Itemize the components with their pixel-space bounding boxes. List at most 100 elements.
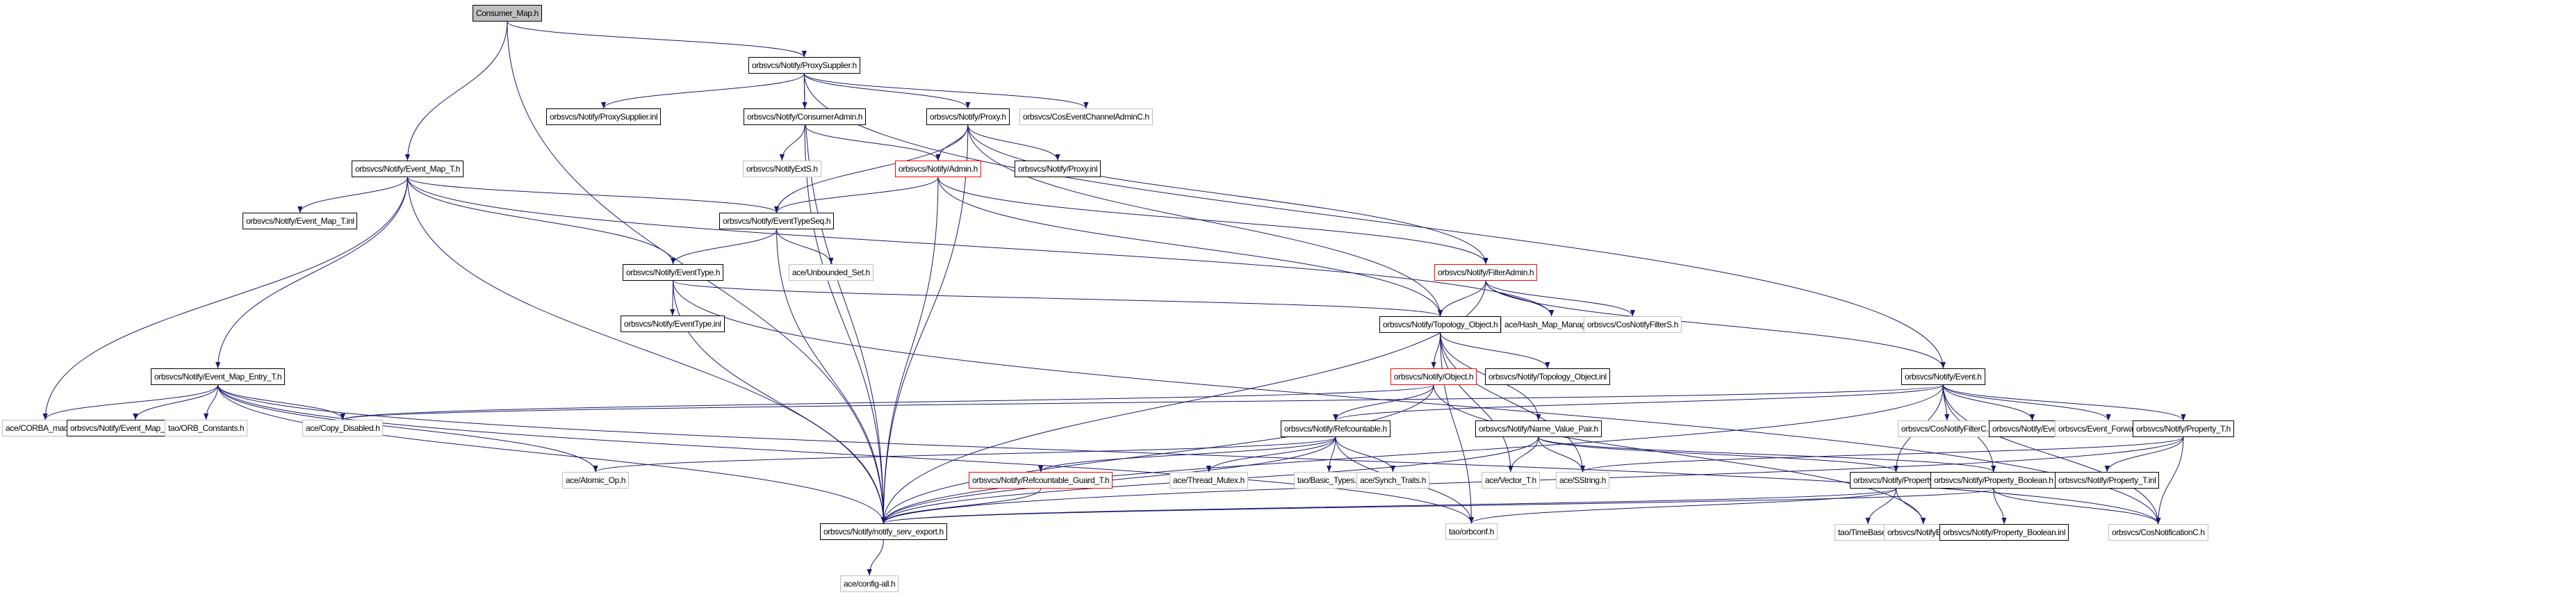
node-basic-types-h[interactable]: tao/Basic_Types.h <box>1294 472 1365 489</box>
node-orbconf-h[interactable]: tao/orbconf.h <box>1445 523 1498 540</box>
edge-event_map_entry_t_h-to-corba_macros_h <box>42 384 219 420</box>
node-eventtype-inl[interactable]: orbsvcs/Notify/EventType.inl <box>621 316 725 332</box>
node-label: orbsvcs/Notify/EventType.inl <box>624 319 721 329</box>
node-event-map-entry-t-h[interactable]: orbsvcs/Notify/Event_Map_Entry_T.h <box>151 368 286 385</box>
edge-consumeradmin_h-to-notify_serv_export_h <box>804 124 886 524</box>
node-label: tao/Basic_Types.h <box>1297 475 1361 485</box>
edge-proxysupplier_h-to-notify_serv_export_h <box>803 73 886 524</box>
edge-event_h-to-event_inl <box>1942 384 2035 421</box>
edge-event_h-to-cosnotificationc_h <box>1942 384 2161 525</box>
edge-property_t_h-to-sstring_h <box>1580 436 2184 473</box>
node-cosnotifyfilters-h[interactable]: orbsvcs/CosNotifyFilterS.h <box>1584 316 1682 333</box>
edge-root-to-event_map_t_h <box>404 21 508 161</box>
node-notifyexts-h[interactable]: orbsvcs/NotifyExtS.h <box>743 161 821 177</box>
node-sstring-h[interactable]: ace/SString.h <box>1556 472 1609 489</box>
edge-name_value_pair_h-to-sstring_h <box>1538 436 1585 473</box>
edge-event_map_entry_t_h-to-event_map_entry_t_inl <box>133 384 219 420</box>
node-label: tao/TimeBaseC.h <box>1838 528 1898 537</box>
node-label: orbsvcs/Notify/Name_Value_Pair.h <box>1479 424 1598 434</box>
node-property-boolean-inl[interactable]: orbsvcs/Notify/Property_Boolean.inl <box>1939 524 2069 541</box>
node-label: orbsvcs/Notify/ProxySupplier.h <box>752 60 857 70</box>
node-copy-disabled-h[interactable]: ace/Copy_Disabled.h <box>302 420 384 436</box>
edge-filteradmin_h-to-hash_map_manager_h <box>1485 280 1554 317</box>
edge-proxy_h-to-topology_object_h <box>967 124 1443 317</box>
node-label: orbsvcs/Notify/Event_Map_Entry_T.h <box>154 372 282 382</box>
node-label: ace/Unbounded_Set.h <box>792 268 870 277</box>
node-label: tao/ORB_Constants.h <box>168 423 245 433</box>
node-consumeradmin-h[interactable]: orbsvcs/Notify/ConsumerAdmin.h <box>744 108 867 125</box>
node-proxy-inl[interactable]: orbsvcs/Notify/Proxy.inl <box>1015 161 1101 177</box>
node-label: orbsvcs/Notify/notify_serv_export.h <box>823 527 944 537</box>
node-eventtype-h[interactable]: orbsvcs/Notify/EventType.h <box>623 264 723 281</box>
edge-event_h-to-event_forwarders_h <box>1942 384 2111 421</box>
node-object-h[interactable]: orbsvcs/Notify/Object.h <box>1390 368 1477 385</box>
node-consumer-map-h[interactable]: Consumer_Map.h <box>473 5 542 22</box>
node-label: orbsvcs/Notify/Event.inl <box>1992 424 2073 434</box>
node-topology-object-h[interactable]: orbsvcs/Notify/Topology_Object.h <box>1379 316 1502 333</box>
node-notify-serv-export-h[interactable]: orbsvcs/Notify/notify_serv_export.h <box>820 523 947 540</box>
node-event-h[interactable]: orbsvcs/Notify/Event.h <box>1901 368 1985 385</box>
node-refcountable-guard-t-h[interactable]: orbsvcs/Notify/Refcountable_Guard_T.h <box>969 472 1113 489</box>
edge-event_h-to-refcountable_h <box>1333 384 1944 421</box>
edge-topology_object_h-to-vector_t_h <box>1440 332 1513 473</box>
edge-topology_object_h-to-object_h <box>1431 332 1441 369</box>
node-property-h[interactable]: orbsvcs/Notify/Property.h <box>1850 472 1943 489</box>
edge-admin_h-to-filteradmin_h <box>937 177 1488 265</box>
node-label: orbsvcs/Notify/Event_Map_T.h <box>355 164 460 174</box>
node-event-map-t-h[interactable]: orbsvcs/Notify/Event_Map_T.h <box>352 161 463 177</box>
edge-event_h-to-property_t_h <box>1942 384 2186 421</box>
edge-event_map_entry_t_h-to-notify_serv_export_h <box>218 384 886 524</box>
node-thread-mutex-h[interactable]: ace/Thread_Mutex.h <box>1170 472 1248 489</box>
edge-property_boolean_h-to-notify_serv_export_h <box>881 488 1994 524</box>
node-synch-traits-h[interactable]: ace/Synch_Traits.h <box>1356 472 1430 489</box>
node-label: orbsvcs/Notify/Object.h <box>1394 372 1474 382</box>
node-label: Consumer_Map.h <box>476 8 539 18</box>
edge-property_h-to-orbconf_h <box>1469 488 1897 524</box>
node-atomic-op-h[interactable]: ace/Atomic_Op.h <box>562 472 630 489</box>
node-eventtypeseq-h[interactable]: orbsvcs/Notify/EventTypeSeq.h <box>719 213 835 229</box>
node-property-t-inl[interactable]: orbsvcs/Notify/Property_T.inl <box>2055 472 2160 489</box>
node-proxysupplier-inl[interactable]: orbsvcs/Notify/ProxySupplier.inl <box>546 108 662 125</box>
edge-admin_h-to-eventtypeseq_h <box>774 177 939 213</box>
node-unbounded-set-h[interactable]: ace/Unbounded_Set.h <box>789 264 873 281</box>
edge-property_h-to-notify_serv_export_h <box>881 488 1897 524</box>
node-vector-t-h[interactable]: ace/Vector_T.h <box>1482 472 1540 489</box>
node-label: orbsvcs/NotifyExtS.h <box>746 164 818 174</box>
edge-name_value_pair_h-to-property_h <box>1538 436 1898 473</box>
edge-object_h-to-notifyextc_h <box>1433 384 1926 525</box>
node-coseventchanneladminc-h[interactable]: orbsvcs/CosEventChannelAdminC.h <box>1019 108 1153 125</box>
edge-refcountable_h-to-basic_types_h <box>1327 436 1336 473</box>
node-cosnotificationc-h[interactable]: orbsvcs/CosNotificationC.h <box>2108 524 2208 541</box>
edge-property_t_h-to-cosnotificationc_h <box>2156 436 2184 525</box>
node-property-t-h[interactable]: orbsvcs/Notify/Property_T.h <box>2133 420 2234 437</box>
edge-name_value_pair_h-to-property_boolean_h <box>1538 436 1996 473</box>
node-label: orbsvcs/Notify/Property_T.h <box>2136 424 2231 434</box>
node-label: orbsvcs/Notify/Admin.h <box>899 164 978 174</box>
node-label: ace/CORBA_macros.h <box>6 423 85 433</box>
edge-eventtypeseq_h-to-notify_serv_export_h <box>776 229 886 524</box>
node-label: orbsvcs/Notify/Property_Boolean.h <box>1934 475 2053 485</box>
node-admin-h[interactable]: orbsvcs/Notify/Admin.h <box>895 161 981 177</box>
edge-event_map_t_h-to-eventtype_h <box>407 177 676 265</box>
node-name-value-pair-h[interactable]: orbsvcs/Notify/Name_Value_Pair.h <box>1475 420 1602 437</box>
edge-proxy_h-to-admin_h <box>935 124 969 161</box>
node-topology-object-inl[interactable]: orbsvcs/Notify/Topology_Object.inl <box>1485 368 1610 385</box>
node-event-map-t-inl[interactable]: orbsvcs/Notify/Event_Map_T.inl <box>243 213 358 229</box>
node-config-all-h[interactable]: ace/config-all.h <box>840 575 899 592</box>
node-property-boolean-h[interactable]: orbsvcs/Notify/Property_Boolean.h <box>1930 472 2057 489</box>
node-refcountable-h[interactable]: orbsvcs/Notify/Refcountable.h <box>1281 420 1390 437</box>
edge-event_map_t_h-to-hash_map_manager_h <box>407 177 1554 317</box>
node-filteradmin-h[interactable]: orbsvcs/Notify/FilterAdmin.h <box>1434 264 1538 281</box>
edge-property_h-to-notifyextc_h <box>1896 488 1926 525</box>
node-label: orbsvcs/Notify/Property_Boolean.inl <box>1943 528 2066 537</box>
node-cosnotifyfilterc-h[interactable]: orbsvcs/CosNotifyFilterC.h <box>1898 420 1996 437</box>
node-proxy-h[interactable]: orbsvcs/Notify/Proxy.h <box>926 108 1010 125</box>
edge-name_value_pair_h-to-vector_t_h <box>1508 436 1539 473</box>
edge-admin_h-to-notify_serv_export_h <box>880 177 939 524</box>
edge-root-to-proxysupplier_h <box>507 21 807 58</box>
node-orb-constants-h[interactable]: tao/ORB_Constants.h <box>165 420 248 436</box>
node-proxysupplier-h[interactable]: orbsvcs/Notify/ProxySupplier.h <box>748 57 860 74</box>
node-label: orbsvcs/Notify/Property_T.inl <box>2058 475 2156 485</box>
edge-event_map_t_h-to-event_map_entry_t_h <box>215 177 408 369</box>
node-label: orbsvcs/Notify/Topology_Object.inl <box>1488 372 1607 382</box>
